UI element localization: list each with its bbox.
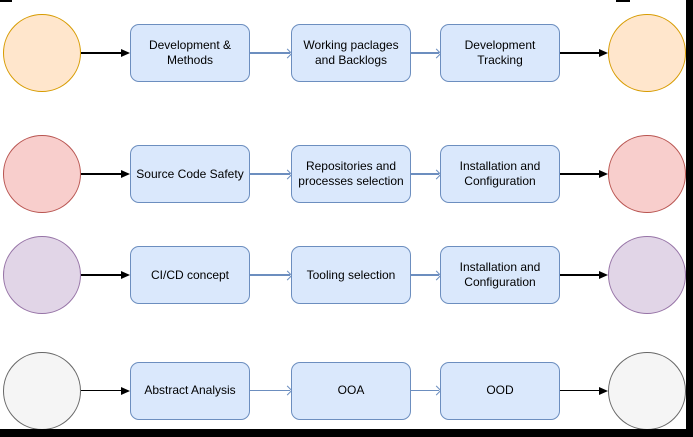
process-label: Abstract Analysis: [144, 383, 236, 397]
end-circle[interactable]: [608, 14, 686, 92]
process-box[interactable]: Repositories and processes selection: [291, 145, 411, 203]
process-label: Working paclages and Backlogs: [303, 38, 399, 67]
flow-row-development: Development & Methods Working paclages a…: [0, 14, 693, 92]
flow-row-cicd: CI/CD concept Tooling selection Installa…: [0, 236, 693, 314]
connector-arrow[interactable]: [81, 47, 130, 59]
end-circle[interactable]: [608, 236, 686, 314]
start-circle[interactable]: [3, 135, 81, 213]
process-box[interactable]: Working paclages and Backlogs: [291, 24, 411, 82]
arrow-line: [250, 274, 290, 276]
arrow-head-icon: [121, 271, 130, 279]
process-box[interactable]: Development Tracking: [440, 24, 560, 82]
arrow-head-icon: [599, 271, 608, 279]
connector-arrow[interactable]: [411, 269, 442, 281]
connector-arrow[interactable]: [81, 168, 130, 180]
connector-arrow[interactable]: [560, 385, 608, 397]
connector-arrow[interactable]: [560, 168, 608, 180]
arrow-head-icon: [121, 49, 130, 57]
process-label: Installation and Configuration: [459, 159, 541, 188]
arrow-line: [411, 389, 439, 392]
arrow-head-icon: [121, 386, 130, 395]
arrow-line: [81, 389, 121, 392]
arrow-line: [411, 274, 439, 276]
process-box[interactable]: Source Code Safety: [130, 145, 250, 203]
flow-row-abstract-analysis: Abstract Analysis OOA OOD: [0, 351, 693, 430]
arrow-line: [560, 274, 599, 276]
page-border-bottom: [0, 429, 693, 437]
arrow-head-icon: [599, 386, 608, 395]
end-circle[interactable]: [608, 135, 686, 213]
arrow-line: [411, 173, 439, 175]
arrow-line: [560, 173, 599, 175]
process-box[interactable]: Abstract Analysis: [130, 361, 250, 420]
connector-arrow[interactable]: [81, 385, 130, 397]
connector-arrow[interactable]: [250, 47, 293, 59]
connector-arrow[interactable]: [411, 385, 442, 397]
start-circle[interactable]: [3, 236, 81, 314]
process-label: OOA: [337, 383, 365, 397]
connector-arrow[interactable]: [560, 47, 608, 59]
connector-arrow[interactable]: [250, 385, 293, 397]
arrow-line: [560, 389, 599, 392]
process-label: Repositories and processes selection: [298, 159, 404, 188]
start-circle[interactable]: [3, 14, 81, 92]
process-box[interactable]: CI/CD concept: [130, 246, 250, 304]
arrow-line: [250, 52, 290, 54]
end-circle[interactable]: [608, 351, 686, 430]
arrow-line: [81, 173, 121, 175]
process-label: CI/CD concept: [150, 267, 230, 282]
process-box[interactable]: Installation and Configuration: [440, 145, 560, 203]
arrow-line: [250, 389, 290, 392]
arrow-line: [81, 52, 121, 54]
process-label: Tooling selection: [306, 267, 396, 282]
arrow-line: [560, 52, 599, 54]
process-label: Source Code Safety: [136, 166, 244, 181]
process-box[interactable]: Development & Methods: [130, 24, 250, 82]
page-border-top-left: [0, 0, 12, 2]
connector-arrow[interactable]: [411, 168, 442, 180]
page-border-top-segment: [616, 0, 630, 2]
process-box[interactable]: OOA: [291, 361, 411, 420]
connector-arrow[interactable]: [250, 168, 293, 180]
arrow-head-icon: [121, 170, 130, 178]
process-label: Development Tracking: [464, 38, 536, 67]
page-border-right: [686, 0, 693, 437]
arrow-head-icon: [599, 170, 608, 178]
flow-row-source-code: Source Code Safety Repositories and proc…: [0, 135, 693, 213]
process-box[interactable]: OOD: [440, 361, 560, 420]
arrow-line: [250, 173, 290, 175]
connector-arrow[interactable]: [81, 269, 130, 281]
start-circle[interactable]: [3, 351, 81, 430]
connector-arrow[interactable]: [250, 269, 293, 281]
connector-arrow[interactable]: [560, 269, 608, 281]
arrow-head-icon: [599, 49, 608, 57]
connector-arrow[interactable]: [411, 47, 442, 59]
process-box[interactable]: Installation and Configuration: [440, 246, 560, 304]
process-label: OOD: [486, 383, 514, 397]
arrow-line: [411, 52, 439, 54]
arrow-line: [81, 274, 121, 276]
process-label: Development & Methods: [148, 38, 232, 67]
process-label: Installation and Configuration: [459, 260, 541, 289]
process-box[interactable]: Tooling selection: [291, 246, 411, 304]
